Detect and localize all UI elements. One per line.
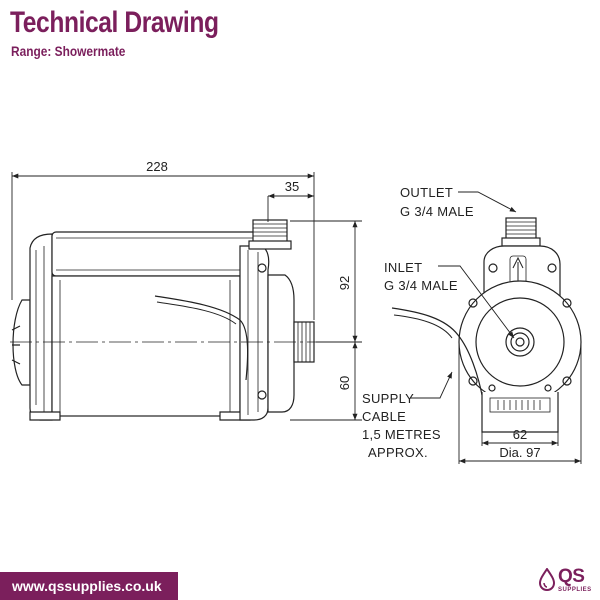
motor-body — [51, 275, 241, 417]
footer-bar: www.qssupplies.co.uk — [0, 572, 178, 600]
top-housing — [51, 231, 259, 277]
label-inlet-thread: G 3/4 MALE — [384, 278, 458, 293]
side-view — [10, 219, 330, 421]
dim-outlet-offset: 35 — [285, 179, 299, 194]
end-cap — [12, 299, 31, 386]
side-dimensions — [11, 172, 362, 421]
pump-face-inner — [475, 297, 565, 387]
dim-base-width: 62 — [513, 427, 527, 442]
pump-face-outer — [458, 280, 582, 404]
label-inlet: INLET — [384, 260, 422, 275]
brand-logo: QS SUPPLIES — [538, 566, 598, 598]
end-outlet-connector — [505, 217, 537, 241]
end-dimensions — [458, 342, 582, 464]
left-housing — [29, 233, 53, 421]
page-title: Technical Drawing — [10, 6, 219, 39]
qs-logo-icon — [538, 568, 556, 592]
end-cable — [391, 307, 483, 396]
outlet-connector — [252, 219, 288, 243]
label-cable-3: 1,5 METRES — [362, 427, 441, 442]
label-outlet-thread: G 3/4 MALE — [400, 204, 474, 219]
label-cable-1: SUPPLY — [362, 391, 414, 406]
label-cable-4: APPROX. — [368, 445, 428, 460]
pump-housing — [267, 274, 295, 413]
dim-height-lower: 60 — [337, 376, 352, 390]
label-outlet: OUTLET — [400, 185, 453, 200]
label-cable-2: CABLE — [362, 409, 406, 424]
end-view — [391, 217, 582, 433]
footer-url-link[interactable]: www.qssupplies.co.uk — [12, 578, 162, 594]
page-subtitle: Range: Showermate — [11, 43, 126, 59]
end-leaders — [410, 191, 517, 399]
right-bracket — [239, 245, 270, 421]
dim-overall-length: 228 — [146, 159, 168, 174]
dim-diameter: Dia. 97 — [499, 445, 540, 460]
supply-cable — [154, 295, 249, 381]
brand-subtitle: SUPPLIES — [558, 587, 592, 593]
brand-name: QS — [558, 566, 585, 587]
dim-height-upper: 92 — [337, 276, 352, 290]
